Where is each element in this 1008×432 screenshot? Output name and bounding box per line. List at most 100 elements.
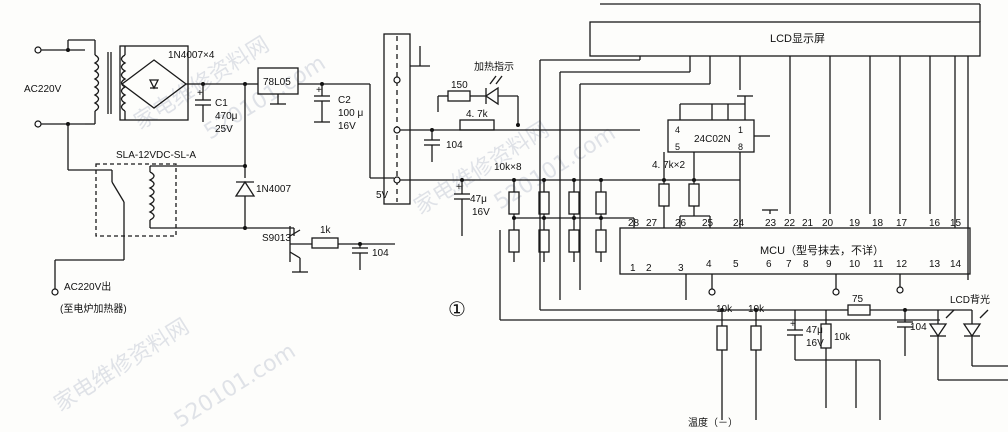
svg-text:2: 2 [646, 263, 652, 274]
watermark-text: 520101.com [170, 339, 300, 432]
temp-label: 温度（－） [688, 416, 738, 429]
svg-text:11: 11 [873, 259, 884, 270]
svg-text:4: 4 [675, 125, 680, 135]
lower-r1: 10k [716, 304, 733, 315]
svg-text:3: 3 [678, 263, 684, 274]
svg-text:22: 22 [784, 218, 796, 229]
svg-text:1: 1 [630, 263, 636, 274]
c104a-label: 104 [446, 140, 463, 151]
c47u-value: 47μ [470, 194, 487, 205]
svg-text:25: 25 [702, 218, 714, 229]
svg-text:1: 1 [738, 125, 743, 135]
svg-text:10: 10 [849, 259, 861, 270]
heat-led-resistor: 150 [451, 80, 468, 91]
figure-number: ① [448, 299, 466, 321]
capacitor-c1: + C1 470μ 25V [195, 82, 238, 135]
watermark-text: 家电维修资料网 [50, 314, 194, 417]
svg-text:9: 9 [826, 259, 832, 270]
ac-input: AC220V [24, 39, 95, 134]
c2-voltage: 16V [338, 121, 356, 132]
lcd-label: LCD显示屏 [770, 32, 825, 45]
svg-text:4: 4 [706, 259, 712, 270]
svg-text:12: 12 [896, 259, 908, 270]
r47k-label: 4. 7k [466, 109, 489, 120]
svg-text:20: 20 [822, 218, 834, 229]
eeprom-label: 24C02N [694, 134, 731, 145]
svg-text:+: + [790, 319, 796, 330]
mcu-label: MCU（型号抹去，不详） [760, 243, 884, 257]
backlight-label: LCD背光 [950, 293, 990, 306]
svg-text:23: 23 [765, 218, 777, 229]
svg-text:+: + [197, 88, 203, 99]
svg-text:+: + [456, 182, 462, 193]
mcu-bottom-pins: 1 2 3 4 5 6 7 8 9 10 11 12 13 14 [630, 259, 962, 274]
svg-text:21: 21 [802, 218, 814, 229]
svg-text:8: 8 [803, 259, 809, 270]
ac-terminal-top [34, 46, 42, 54]
diode-label: 1N4007 [256, 184, 291, 195]
heater-label: (至电炉加热器) [60, 302, 127, 315]
c2-name: C2 [338, 95, 351, 106]
ac-input-label: AC220V [24, 84, 62, 95]
watermark-layer: 家电维修资料网 家电维修资料网 家电维修资料网 520101.com 52010… [50, 32, 620, 432]
c47u-voltage: 16V [472, 207, 490, 218]
svg-text:28: 28 [628, 218, 640, 229]
lower-c47u-v: 16V [806, 338, 824, 349]
c1-name: C1 [215, 98, 228, 109]
rail-label: 5V [376, 190, 389, 201]
svg-text:+: + [316, 85, 322, 96]
transistor-s9013: S9013 1k 104 [245, 225, 395, 273]
c2-value: 100 μ [338, 108, 363, 119]
svg-text:5: 5 [733, 259, 739, 270]
relay-label: SLA-12VDC-SL-A [116, 150, 196, 161]
relay: SLA-12VDC-SL-A AC220V出 (至电炉加热器) [51, 134, 245, 315]
r47kx2-label: 4. 7k×2 [652, 160, 686, 171]
ac-out-terminal [51, 288, 59, 296]
svg-text:17: 17 [896, 218, 908, 229]
svg-text:6: 6 [766, 259, 772, 270]
regulator-78l05: 78L05 [243, 67, 370, 105]
svg-text:8: 8 [738, 142, 743, 152]
svg-text:18: 18 [872, 218, 884, 229]
transistor-label: S9013 [262, 233, 291, 244]
eeprom-24c02n: 24C02N 4 1 5 8 [663, 95, 770, 228]
c1-voltage: 25V [215, 124, 233, 135]
svg-text:19: 19 [849, 218, 861, 229]
svg-text:7: 7 [786, 259, 792, 270]
bridge-rectifier: 1N4007×4 [119, 45, 245, 121]
lower-r75: 75 [852, 294, 864, 305]
svg-text:24: 24 [733, 218, 745, 229]
lower-section: 10k 10k + 47μ 16V 10k 75 104 LCD背光 [499, 230, 1008, 429]
svg-text:5: 5 [675, 142, 680, 152]
regulator-label: 78L05 [263, 77, 291, 88]
ac-terminal-bottom [34, 120, 42, 128]
resistor-network: 10k×8 [494, 162, 635, 262]
svg-text:26: 26 [675, 218, 687, 229]
mcu-chip: MCU（型号抹去，不详） 28 27 26 25 24 23 22 21 20 … [619, 110, 971, 275]
lower-r3: 10k [834, 332, 851, 343]
power-transformer [85, 40, 127, 125]
resistor-pair-4k7: 4. 7k×2 [652, 160, 711, 228]
r-4k7-c104: 4. 7k 104 [424, 109, 520, 162]
c-base-label: 104 [372, 248, 389, 259]
lower-r2: 10k [748, 304, 765, 315]
capacitor-47u: + 47μ 16V [454, 178, 490, 236]
lcd-display: LCD显示屏 [539, 3, 981, 310]
heat-led-label: 加热指示 [474, 60, 514, 73]
heat-indicator: 加热指示 150 [437, 60, 519, 125]
connector-block: 5V [369, 33, 740, 205]
rnet-label: 10k×8 [494, 162, 522, 173]
c1-value: 470μ [215, 111, 238, 122]
r-base-label: 1k [320, 225, 332, 236]
svg-text:13: 13 [929, 259, 941, 270]
bridge-label: 1N4007×4 [168, 50, 215, 61]
mcu-top-pins: 28 27 26 25 24 23 22 21 20 19 18 17 16 1… [628, 218, 962, 229]
svg-text:16: 16 [929, 218, 941, 229]
svg-text:14: 14 [950, 259, 962, 270]
capacitor-c2: + C2 100 μ 16V [314, 84, 363, 132]
diode-1n4007: 1N4007 [234, 164, 291, 230]
ac-out-label: AC220V出 [64, 280, 111, 293]
svg-text:27: 27 [646, 218, 658, 229]
svg-text:15: 15 [950, 218, 962, 229]
